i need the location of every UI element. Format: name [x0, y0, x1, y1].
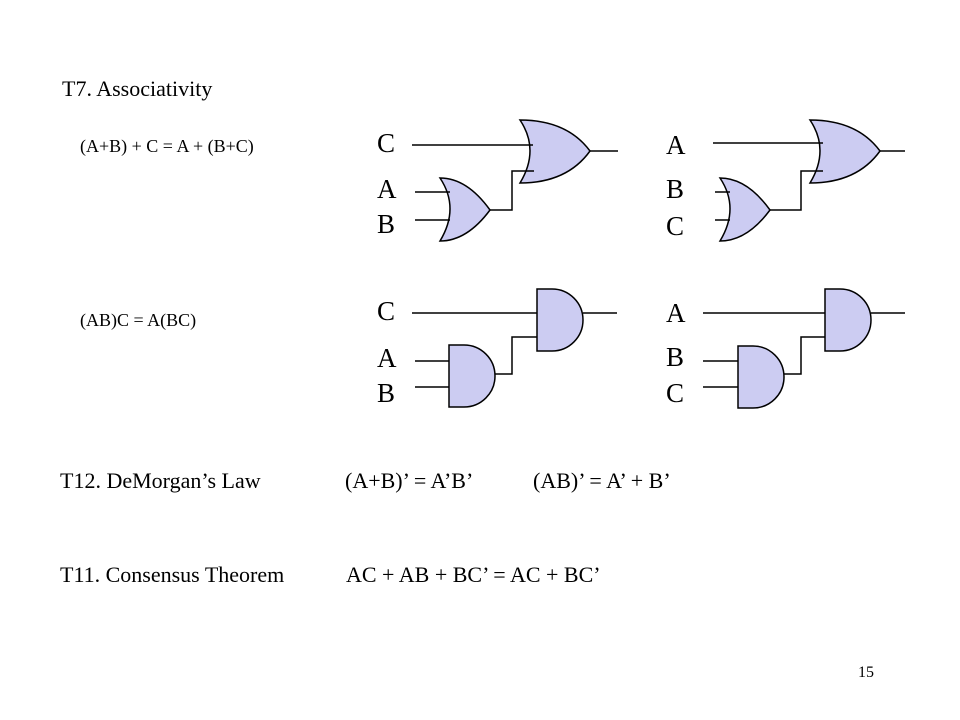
or-right-input-mid: B	[666, 174, 685, 204]
and-right-input-mid: B	[666, 342, 685, 372]
or-left-input-mid: A	[377, 174, 397, 204]
or-right-wires	[713, 142, 905, 221]
and-left-input-top: C	[377, 296, 396, 326]
demorgan-equation-1: (A+B)’ = A’B’	[345, 468, 474, 493]
or-gate-outer	[808, 119, 881, 184]
or-right-input-bot: C	[666, 211, 685, 241]
and-gate-outer	[536, 288, 584, 352]
consensus-title: T11. Consensus Theorem	[60, 562, 285, 587]
and-gate-inner	[737, 345, 785, 409]
or-gate-inner	[438, 177, 491, 242]
and-gate-inner	[448, 344, 496, 408]
page-number: 15	[858, 664, 874, 681]
or-left-group	[412, 119, 618, 242]
or-left-input-top: C	[377, 128, 396, 158]
and-left-wires	[412, 312, 617, 388]
and-left-input-mid: A	[377, 343, 397, 373]
and-right-input-top: A	[666, 298, 686, 328]
or-gate-outer	[518, 119, 591, 184]
and-left-group	[412, 288, 617, 408]
and-associativity-equation: (AB)C = A(BC)	[80, 310, 197, 330]
and-right-input-bot: C	[666, 378, 685, 408]
or-associativity-equation: (A+B) + C = A + (B+C)	[80, 136, 254, 156]
and-right-wires	[703, 312, 905, 388]
demorgan-title: T12. DeMorgan’s Law	[60, 468, 261, 493]
slide-title: T7. Associativity	[62, 76, 213, 101]
and-right-group	[703, 288, 905, 409]
and-left-input-bot: B	[377, 378, 396, 408]
or-gate-inner	[718, 177, 771, 242]
or-left-input-bot: B	[377, 209, 396, 239]
or-left-wires	[412, 144, 618, 221]
consensus-equation: AC + AB + BC’ = AC + BC’	[346, 562, 601, 587]
and-gate-outer	[824, 288, 872, 352]
or-right-group	[713, 119, 905, 242]
or-right-input-top: A	[666, 130, 686, 160]
demorgan-equation-2: (AB)’ = A’ + B’	[533, 468, 671, 493]
